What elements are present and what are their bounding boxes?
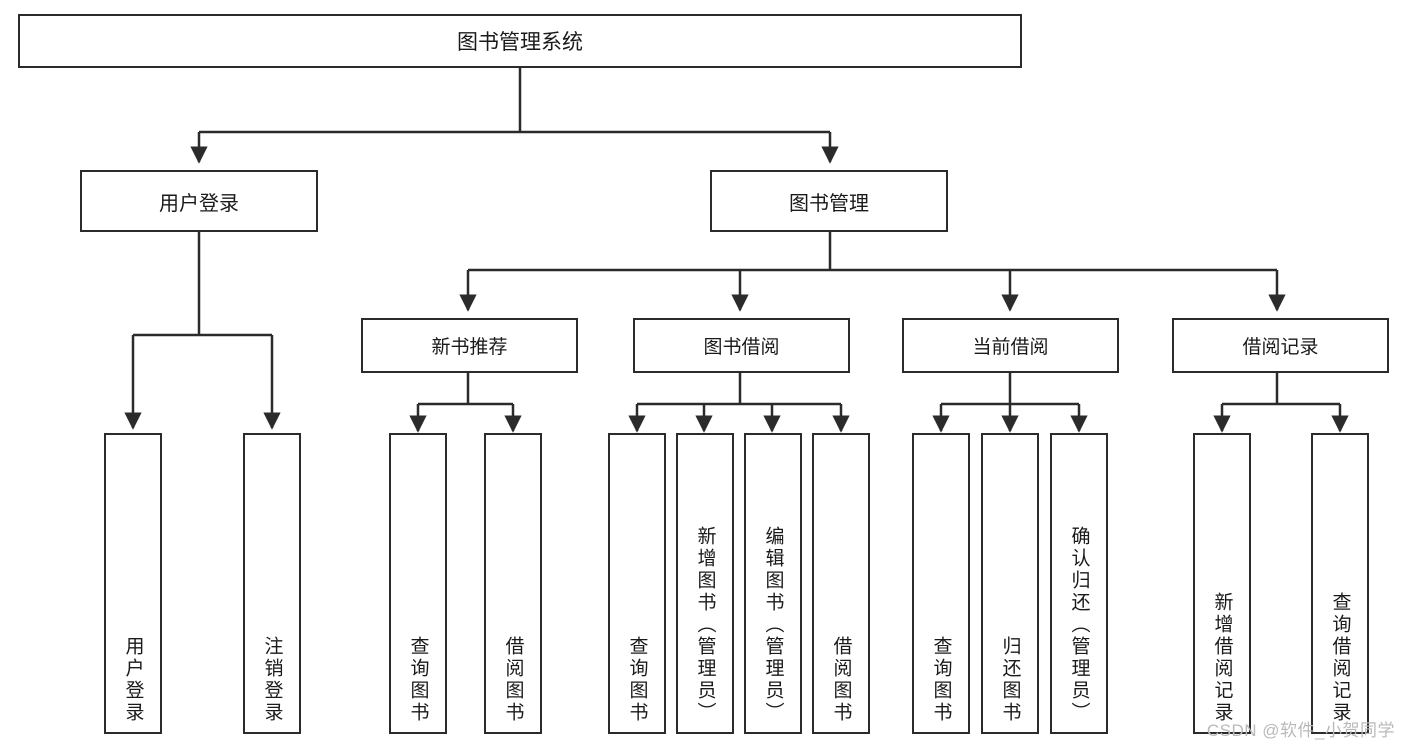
leaf-label: 查询图书 xyxy=(626,636,648,724)
leaf-label: 新增借阅记录 xyxy=(1211,592,1233,724)
node-label: 借阅记录 xyxy=(1242,337,1319,358)
leaf-user-logout[interactable]: 注销登录 xyxy=(243,433,301,734)
node-user-login[interactable]: 用户登录 xyxy=(80,170,318,232)
leaf-return-book[interactable]: 归还图书 xyxy=(981,433,1039,734)
leaf-label: 查询借阅记录 xyxy=(1329,592,1351,724)
leaf-query-book-current[interactable]: 查询图书 xyxy=(912,433,970,734)
watermark: CSDN @软件_小贺同学 xyxy=(1206,721,1395,740)
node-label: 当前借阅 xyxy=(972,337,1049,358)
leaf-confirm-return-admin[interactable]: 确认归还（管理员） xyxy=(1050,433,1108,734)
leaf-query-book-recommend[interactable]: 查询图书 xyxy=(389,433,447,734)
leaf-add-borrow-record[interactable]: 新增借阅记录 xyxy=(1193,433,1251,734)
node-borrow-record[interactable]: 借阅记录 xyxy=(1172,318,1389,373)
leaf-label: 借阅图书 xyxy=(830,636,852,724)
node-new-book-recommend[interactable]: 新书推荐 xyxy=(361,318,578,373)
leaf-label: 用户登录 xyxy=(122,636,144,724)
leaf-label: 借阅图书 xyxy=(502,636,524,724)
node-label: 图书管理系统 xyxy=(457,31,583,54)
leaf-user-login[interactable]: 用户登录 xyxy=(104,433,162,734)
node-book-management[interactable]: 图书管理 xyxy=(710,170,948,232)
leaf-label: 查询图书 xyxy=(930,636,952,724)
node-book-borrow[interactable]: 图书借阅 xyxy=(633,318,850,373)
leaf-add-book-admin[interactable]: 新增图书（管理员） xyxy=(676,433,734,734)
node-label: 图书借阅 xyxy=(703,337,780,358)
leaf-label: 注销登录 xyxy=(261,636,283,724)
leaf-borrow-book-recommend[interactable]: 借阅图书 xyxy=(484,433,542,734)
node-current-borrow[interactable]: 当前借阅 xyxy=(902,318,1119,373)
leaf-borrow-book[interactable]: 借阅图书 xyxy=(812,433,870,734)
node-root-book-management-system[interactable]: 图书管理系统 xyxy=(18,14,1022,68)
node-label: 用户登录 xyxy=(159,192,239,215)
leaf-label: 编辑图书（管理员） xyxy=(762,526,784,724)
leaf-edit-book-admin[interactable]: 编辑图书（管理员） xyxy=(744,433,802,734)
leaf-label: 归还图书 xyxy=(999,636,1021,724)
leaf-query-borrow-record[interactable]: 查询借阅记录 xyxy=(1311,433,1369,734)
leaf-query-book-borrow[interactable]: 查询图书 xyxy=(608,433,666,734)
node-label: 新书推荐 xyxy=(431,337,508,358)
node-label: 图书管理 xyxy=(789,192,869,215)
leaf-label: 查询图书 xyxy=(407,636,429,724)
leaf-label: 确认归还（管理员） xyxy=(1068,526,1090,724)
leaf-label: 新增图书（管理员） xyxy=(694,526,716,724)
